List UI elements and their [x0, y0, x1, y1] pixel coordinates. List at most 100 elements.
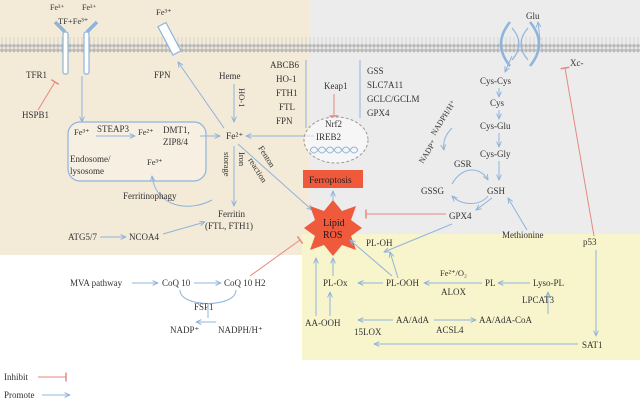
label-acsl4: ACSL4 [436, 325, 464, 335]
endosome-lysosome-box [67, 121, 207, 182]
label-keap1: Keap1 [324, 81, 348, 91]
label-fe2-center: Fe²⁺ [226, 132, 243, 142]
label-cys-gly: Cys-Gly [480, 149, 511, 159]
inhibit-coq10h2-ros [249, 235, 304, 277]
lipid-metabolism-region [302, 234, 640, 360]
fpn-channel-icon [157, 21, 182, 56]
inhibit-hspb1-tfr1 [37, 79, 60, 111]
label-cys-cys: Cys-Cys [480, 76, 512, 86]
label-fth1: FTH1 [276, 88, 298, 98]
inhibit-p53-xc [560, 66, 595, 237]
label-nrf2: Nrf2 [325, 119, 342, 129]
label-aa-ada: AA/AdA [396, 315, 429, 325]
label-fe3-left: Fe³⁺ [50, 3, 65, 12]
label-endosome-2: lysosome [70, 166, 104, 176]
arrow-ferritinophagy-loop [152, 176, 213, 207]
arrow-plooh-ploh [390, 252, 399, 279]
arrow-ncoa4-ferritin [162, 222, 205, 235]
label-fsp1: FSP1 [194, 302, 214, 312]
label-fe2-endo: Fe²⁺ [138, 127, 154, 137]
label-xc: Xc- [570, 58, 584, 68]
ferroptosis-box [303, 170, 363, 188]
label-15lox: 15LOX [354, 327, 382, 337]
label-coq10: CoQ 10 [162, 278, 191, 288]
label-pl-ooh: PL-OOH [386, 278, 419, 288]
label-gsr: GSR [454, 159, 472, 169]
label-fe-o2: Fe²⁺/O₂ [440, 268, 467, 278]
system-xc-transporter-icon [499, 21, 541, 67]
label-alox: ALOX [441, 287, 466, 297]
label-ferritinophagy: Ferritinophagy [123, 191, 177, 201]
arrow-fe2-to-fpn [178, 62, 225, 129]
arrow-cys-in [505, 55, 513, 72]
label-aa-ada-coa: AA/AdA-CoA [479, 315, 532, 325]
label-storage: storage [222, 152, 232, 177]
label-ncoa4: NCOA4 [129, 232, 160, 242]
arrow-gpx4-ploh [384, 223, 453, 252]
label-ftl: FTL [279, 102, 295, 112]
label-ferritin: Ferritin [218, 209, 245, 219]
label-gss: GSS [367, 66, 384, 76]
label-mva: MVA pathway [70, 278, 123, 288]
label-atg: ATG5/7 [68, 232, 97, 242]
label-nadph-bottom: NADPH/H⁺ [218, 325, 263, 335]
label-sat1: SAT1 [582, 340, 603, 350]
label-slc7a11: SLC7A11 [367, 80, 403, 90]
label-cys-glu: Cys-Glu [480, 121, 511, 131]
label-coq10h2: CoQ 10 H2 [224, 278, 266, 288]
arrow-fenton [237, 143, 312, 210]
fsp1-cycle-arrow [179, 289, 237, 304]
label-iron: Iron [237, 152, 247, 167]
label-gsh: GSH [487, 186, 506, 196]
label-abcb6: ABCB6 [270, 60, 300, 70]
label-gclc: GCLC/GCLM [367, 94, 420, 104]
label-steap3: STEAP3 [97, 124, 130, 134]
label-fe3-endo: Fe³⁺ [74, 127, 90, 137]
label-cys: Cys [490, 98, 505, 108]
label-hspb1: HSPB1 [22, 110, 49, 120]
dna-helix-icon-2 [309, 146, 359, 154]
label-tf-complex: TF+Fe³⁺ [58, 16, 88, 26]
label-lyso-pl: Lyso-PL [533, 278, 564, 288]
label-pl: PL [485, 278, 496, 288]
label-gpx4-gene: GPX4 [367, 108, 390, 118]
label-nadp-bottom: NADP⁺ [170, 325, 200, 335]
label-tfr1: TFR1 [26, 70, 47, 80]
label-pl-oh: PL-OH [366, 238, 393, 248]
arrow-nadph-cycle [444, 127, 453, 150]
label-ho1-vertical: HO-1 [237, 88, 247, 107]
arrow-gsh-gssg [452, 196, 489, 204]
arrow-gsh-gpx4 [476, 197, 493, 210]
label-ros: ROS [323, 230, 342, 241]
label-fpn-gene: FPN [276, 116, 293, 126]
label-ireb2: IREB2 [316, 132, 341, 142]
label-zip: ZIP8/4 [163, 137, 189, 147]
label-fe3-fpn: Fe³⁺ [156, 7, 172, 17]
label-ho1: HO-1 [276, 74, 297, 84]
lipid-ros-star [304, 200, 362, 256]
label-pl-ox: PL-Ox [323, 278, 348, 288]
label-heme: Heme [219, 71, 241, 81]
arrow-plooh-ros [350, 240, 393, 277]
label-glu: Glu [526, 11, 540, 21]
label-ferroptosis: Ferroptosis [309, 176, 352, 186]
label-p53: p53 [583, 237, 597, 247]
label-ferritin-genes: (FTL, FTH1) [205, 221, 253, 231]
cell-membrane [0, 37, 640, 53]
label-gssg: GSSG [421, 186, 445, 196]
arrow-methionine-gsh [508, 198, 528, 231]
arrow-glu-out [538, 22, 540, 41]
label-fe3-right: Fe³⁺ [82, 3, 97, 12]
label-fe3-ferritinophagy: Fe³⁺ [147, 157, 163, 167]
arrow-gssg-gsh [451, 169, 488, 185]
legend-inhibit-label: Inhibit [4, 372, 28, 382]
label-fpn: FPN [154, 70, 171, 80]
label-methionine: Methionine [502, 230, 544, 240]
transferrin-receptor-icon [53, 20, 99, 75]
label-gpx4: GPX4 [449, 211, 472, 221]
label-lpcat3: LPCAT3 [522, 295, 555, 305]
legend-promote-label: Promote [4, 390, 35, 400]
label-endosome-1: Endosome/ [70, 154, 111, 164]
